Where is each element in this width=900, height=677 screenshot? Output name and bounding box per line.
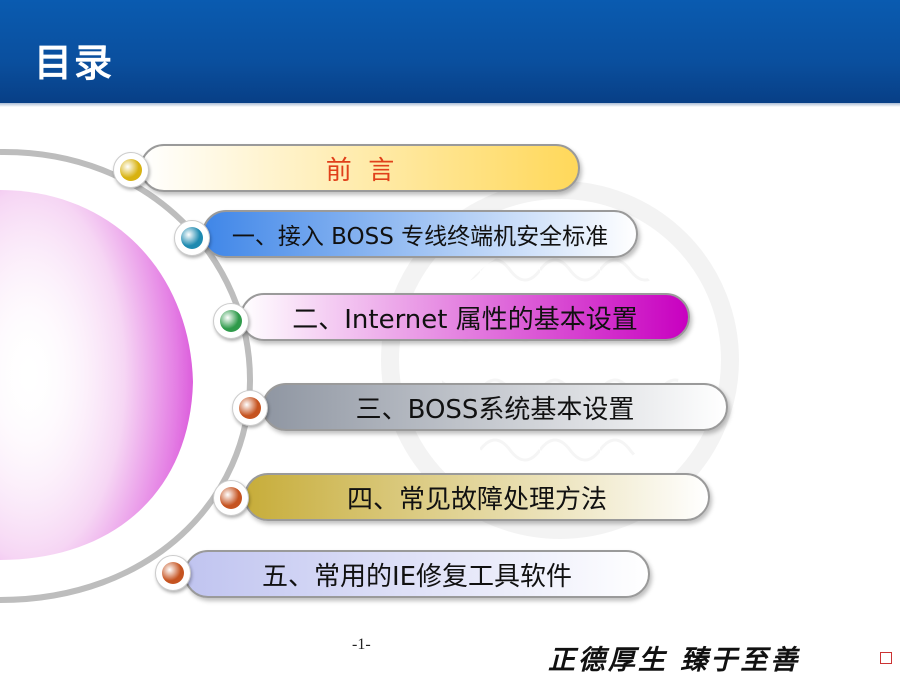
menu-item-label: 二、Internet 属性的基本设置	[292, 304, 638, 335]
bullet-icon	[174, 220, 210, 256]
menu-item-label: 四、常见故障处理方法	[346, 484, 607, 515]
pink-arc	[0, 190, 193, 560]
watermark-pattern	[440, 240, 680, 480]
page-number: -1-	[352, 636, 371, 653]
menu-item-preface[interactable]: 前 言	[140, 144, 580, 192]
bullet-icon	[213, 303, 249, 339]
menu-item-internet-settings[interactable]: 二、Internet 属性的基本设置	[240, 293, 690, 341]
menu-item-boss-settings[interactable]: 三、BOSS系统基本设置	[262, 383, 728, 431]
menu-item-label: 五、常用的IE修复工具软件	[261, 561, 573, 592]
bullet-icon	[213, 480, 249, 516]
menu-item-troubleshooting[interactable]: 四、常见故障处理方法	[244, 473, 710, 521]
menu-item-label: 一、接入 BOSS 专线终端机安全标准	[231, 224, 609, 250]
title-bar: 目录	[0, 0, 900, 107]
seal-stamp	[880, 652, 892, 664]
menu-item-label: 前 言	[325, 155, 395, 186]
bullet-icon	[232, 390, 268, 426]
page-title: 目录	[34, 41, 115, 85]
menu-item-label: 三、BOSS系统基本设置	[355, 394, 635, 425]
menu-item-security-standard[interactable]: 一、接入 BOSS 专线终端机安全标准	[202, 210, 638, 258]
menu-item-ie-repair-tools[interactable]: 五、常用的IE修复工具软件	[184, 550, 650, 598]
bullet-icon	[155, 555, 191, 591]
bullet-icon	[113, 152, 149, 188]
motto-text: 正德厚生 臻于至善	[548, 645, 801, 676]
